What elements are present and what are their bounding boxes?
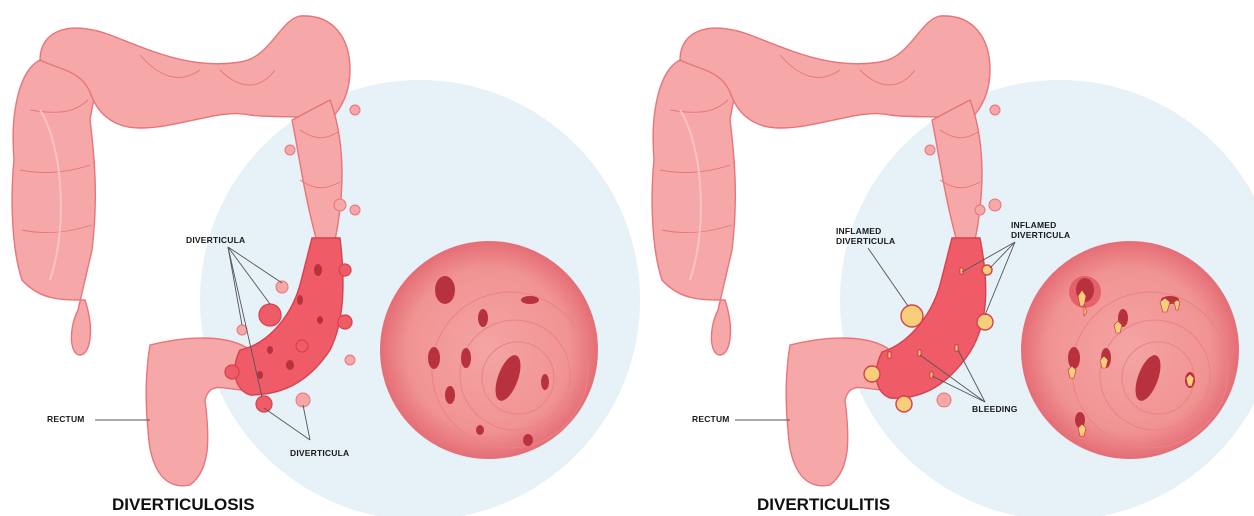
label-rectum: RECTUM [47, 414, 85, 424]
label-inflamed-left-line2: DIVERTICULA [836, 236, 895, 246]
panel-diverticulitis: INFLAMED DIVERTICULA INFLAMED DIVERTICUL… [652, 16, 1254, 516]
magnified-lumen-view [1022, 242, 1238, 458]
magnified-lumen-view [381, 242, 597, 458]
label-rectum: RECTUM [692, 414, 730, 424]
label-inflamed-right-line2: DIVERTICULA [1011, 230, 1070, 240]
panel-diverticulosis: DIVERTICULA DIVERTICULA RECTUM DIVERTICU… [12, 16, 640, 516]
label-bleeding: BLEEDING [972, 404, 1018, 414]
panel-title: DIVERTICULITIS [757, 495, 890, 514]
label-diverticula-bottom: DIVERTICULA [290, 448, 349, 458]
label-inflamed-right-line1: INFLAMED [1011, 220, 1057, 230]
label-diverticula-top: DIVERTICULA [186, 235, 245, 245]
panel-title: DIVERTICULOSIS [112, 495, 255, 514]
label-inflamed-left-line1: INFLAMED [836, 226, 882, 236]
